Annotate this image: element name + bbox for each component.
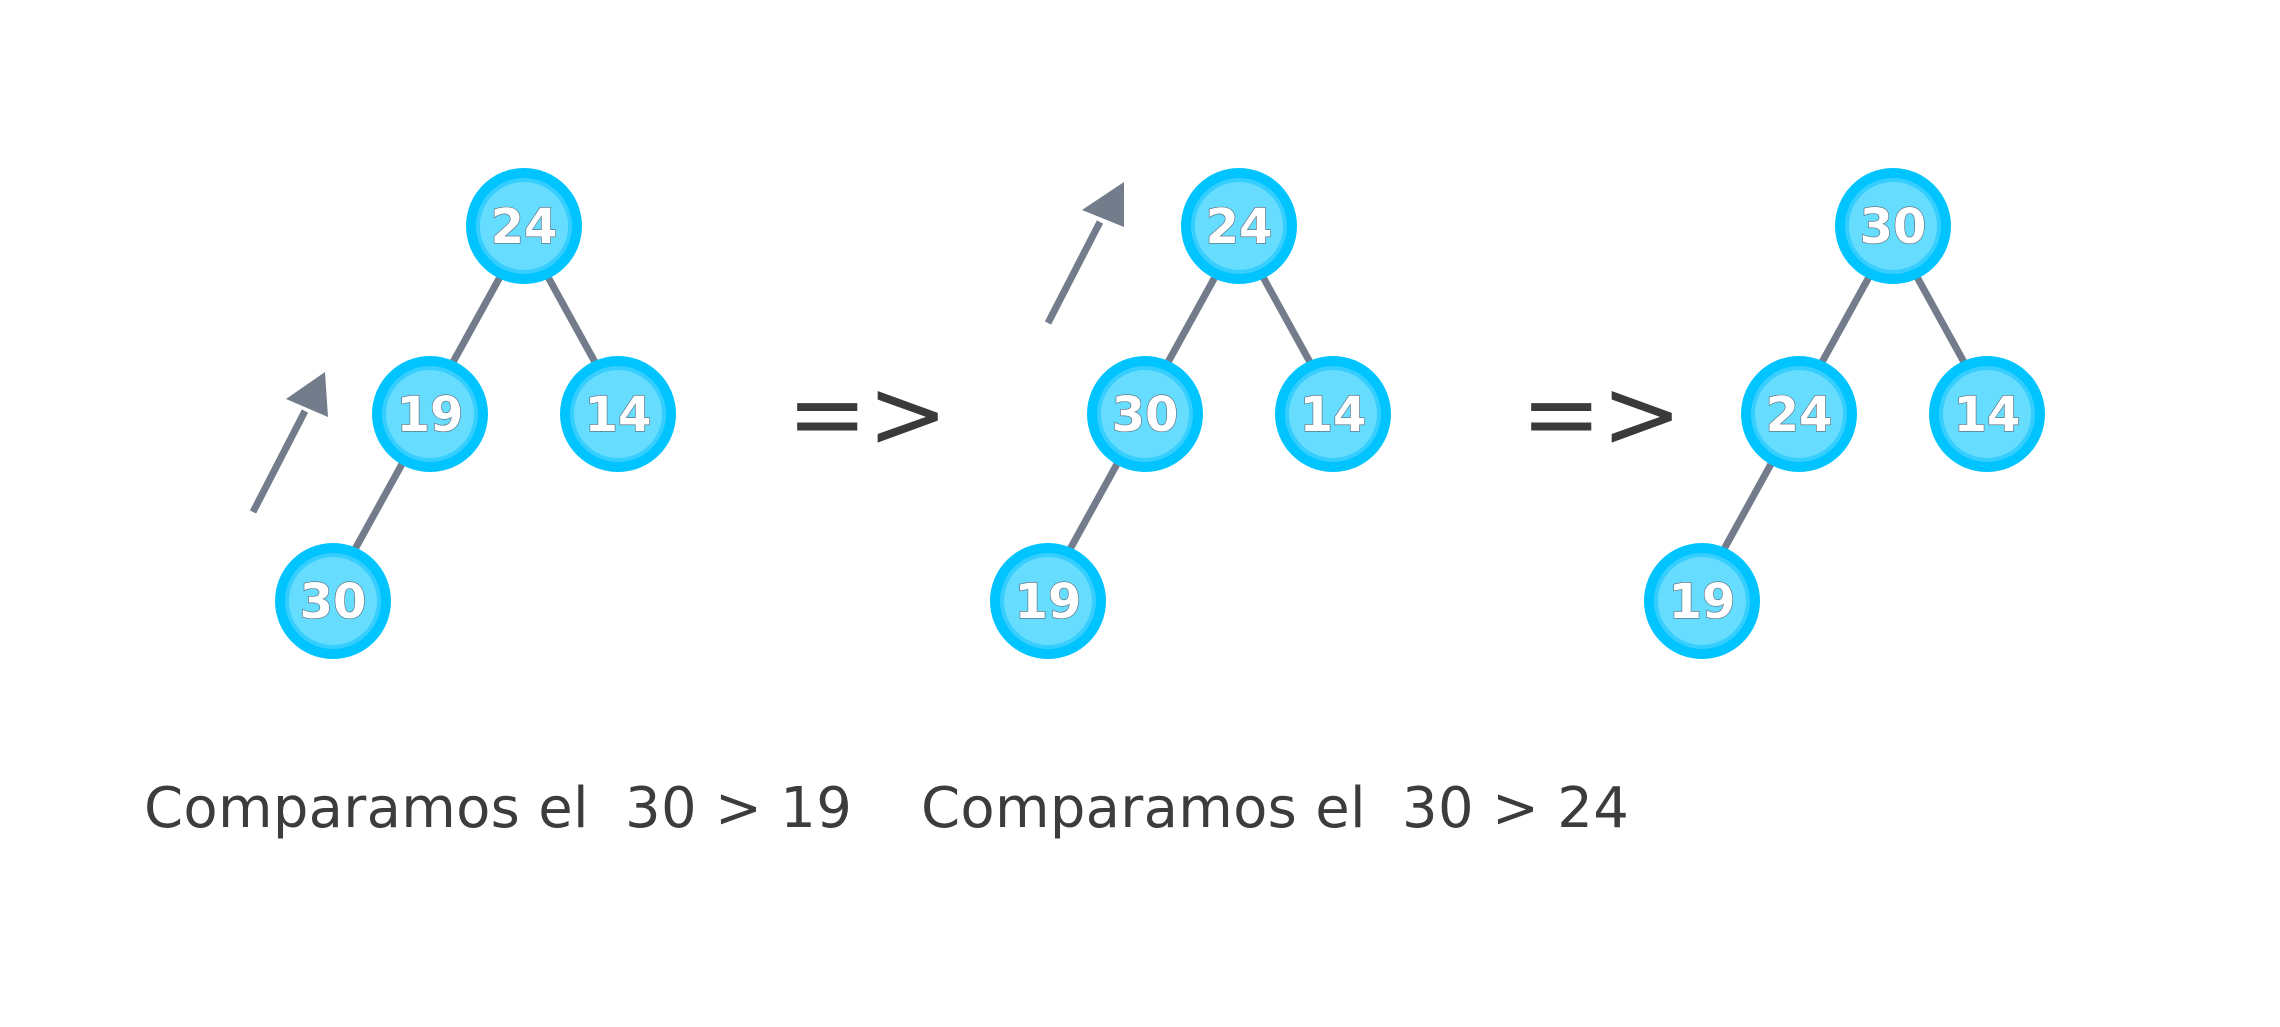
- edge-root-right: [1913, 275, 1969, 366]
- arrow-up-right-icon: [249, 372, 328, 514]
- node-right: 14: [1929, 356, 2045, 472]
- edge-root-right: [544, 275, 600, 366]
- separator-arrow: =>: [787, 358, 948, 470]
- node-right: 14: [560, 356, 676, 472]
- node-left: 19: [372, 356, 488, 472]
- edge-root-left: [1163, 275, 1219, 366]
- node-value: 24: [491, 199, 558, 255]
- edge-left-leftleft: [1065, 462, 1121, 553]
- node-value: 30: [1860, 199, 1927, 255]
- node-value: 19: [397, 387, 464, 443]
- node-value: 14: [1954, 387, 2021, 443]
- node-value: 30: [300, 574, 367, 630]
- node-left: 30: [1087, 356, 1203, 472]
- arrow-up-right-icon: [1044, 182, 1124, 325]
- node-left-left: 19: [1644, 543, 1760, 659]
- node-value: 24: [1766, 387, 1833, 443]
- node-value: 14: [585, 387, 652, 443]
- edge-root-left: [1817, 275, 1873, 366]
- node-left: 24: [1741, 356, 1857, 472]
- node-left-left: 30: [275, 543, 391, 659]
- node-value: 19: [1015, 574, 1082, 630]
- tree-3: 30 24 14 19: [1644, 168, 2045, 659]
- node-root: 24: [1181, 168, 1297, 284]
- tree-2: 24 30 14 19: [990, 168, 1391, 659]
- node-root: 30: [1835, 168, 1951, 284]
- node-value: 30: [1112, 387, 1179, 443]
- edge-root-left: [448, 275, 504, 366]
- node-value: 24: [1206, 199, 1273, 255]
- caption-step-2: Comparamos el 30 > 24: [921, 776, 1630, 841]
- node-left-left: 19: [990, 543, 1106, 659]
- edge-left-leftleft: [1719, 462, 1775, 553]
- edge-left-leftleft: [350, 462, 406, 553]
- tree-1: 24 19 14 30: [249, 168, 676, 659]
- node-root: 24: [466, 168, 582, 284]
- caption-step-1: Comparamos el 30 > 19: [144, 776, 853, 841]
- node-value: 14: [1300, 387, 1367, 443]
- node-value: 19: [1669, 574, 1736, 630]
- edge-root-right: [1259, 275, 1315, 366]
- node-right: 14: [1275, 356, 1391, 472]
- separator-arrow: =>: [1521, 358, 1682, 470]
